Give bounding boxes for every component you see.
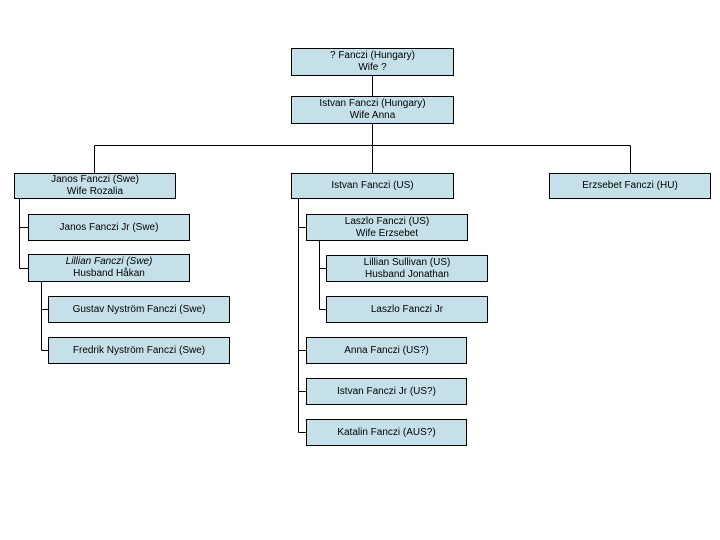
person-lillian-fanczi: Lillian Fanczi (Swe) Husband Håkan <box>28 254 190 282</box>
person-name: Lillian Sullivan (US) <box>363 256 451 268</box>
person-name: Janos Fanczi (Swe) <box>51 174 139 185</box>
person-root-fanczi: ? Fanczi (Hungary) Wife ? <box>291 48 454 76</box>
person-erzsebet-fanczi: Erzsebet Fanczi (HU) <box>549 173 711 199</box>
person-name: ? Fanczi (Hungary) <box>329 50 416 61</box>
person-istvan-fanczi-hungary: Istvan Fanczi (Hungary) Wife Anna <box>291 96 454 124</box>
person-laszlo-fanczi: Laszlo Fanczi (US) Wife Erzsebet <box>306 214 468 241</box>
person-janos-fanczi-jr: Janos Fanczi Jr (Swe) <box>28 214 190 241</box>
person-spouse: Wife ? <box>358 62 387 73</box>
person-name: Janos Fanczi Jr (Swe) <box>59 221 159 233</box>
person-name: Gustav Nyström Fanczi (Swe) <box>72 303 206 315</box>
person-istvan-fanczi-jr: Istvan Fanczi Jr (US?) <box>306 378 467 405</box>
person-name: Lillian Fanczi (Swe) <box>65 256 153 267</box>
person-lillian-sullivan: Lillian Sullivan (US) Husband Jonathan <box>326 255 488 282</box>
person-name: Erzsebet Fanczi (HU) <box>582 180 678 191</box>
person-spouse: Wife Rozalia <box>66 186 124 197</box>
person-katalin-fanczi: Katalin Fanczi (AUS?) <box>306 419 467 446</box>
person-spouse: Wife Anna <box>349 110 396 121</box>
person-name: Istvan Fanczi (Hungary) <box>319 98 426 109</box>
person-gustav-nystrom-fanczi: Gustav Nyström Fanczi (Swe) <box>48 296 230 323</box>
person-name: Laszlo Fanczi (US) <box>344 215 430 227</box>
person-name: Istvan Fanczi (US) <box>331 180 414 191</box>
person-spouse: Wife Erzsebet <box>355 227 419 239</box>
person-name: Anna Fanczi (US?) <box>344 344 429 356</box>
person-spouse: Husband Håkan <box>73 268 145 279</box>
person-name: Katalin Fanczi (AUS?) <box>337 426 436 438</box>
person-fredrik-nystrom-fanczi: Fredrik Nyström Fanczi (Swe) <box>48 337 230 364</box>
person-istvan-fanczi-us: Istvan Fanczi (US) <box>291 173 454 199</box>
person-spouse: Husband Jonathan <box>365 268 449 280</box>
person-janos-fanczi: Janos Fanczi (Swe) Wife Rozalia <box>14 173 176 199</box>
person-name: Fredrik Nyström Fanczi (Swe) <box>72 344 206 356</box>
person-name: Istvan Fanczi Jr (US?) <box>337 385 436 397</box>
person-name: Laszlo Fanczi Jr <box>370 303 444 315</box>
person-laszlo-fanczi-jr: Laszlo Fanczi Jr <box>326 296 488 323</box>
person-anna-fanczi: Anna Fanczi (US?) <box>306 337 467 364</box>
